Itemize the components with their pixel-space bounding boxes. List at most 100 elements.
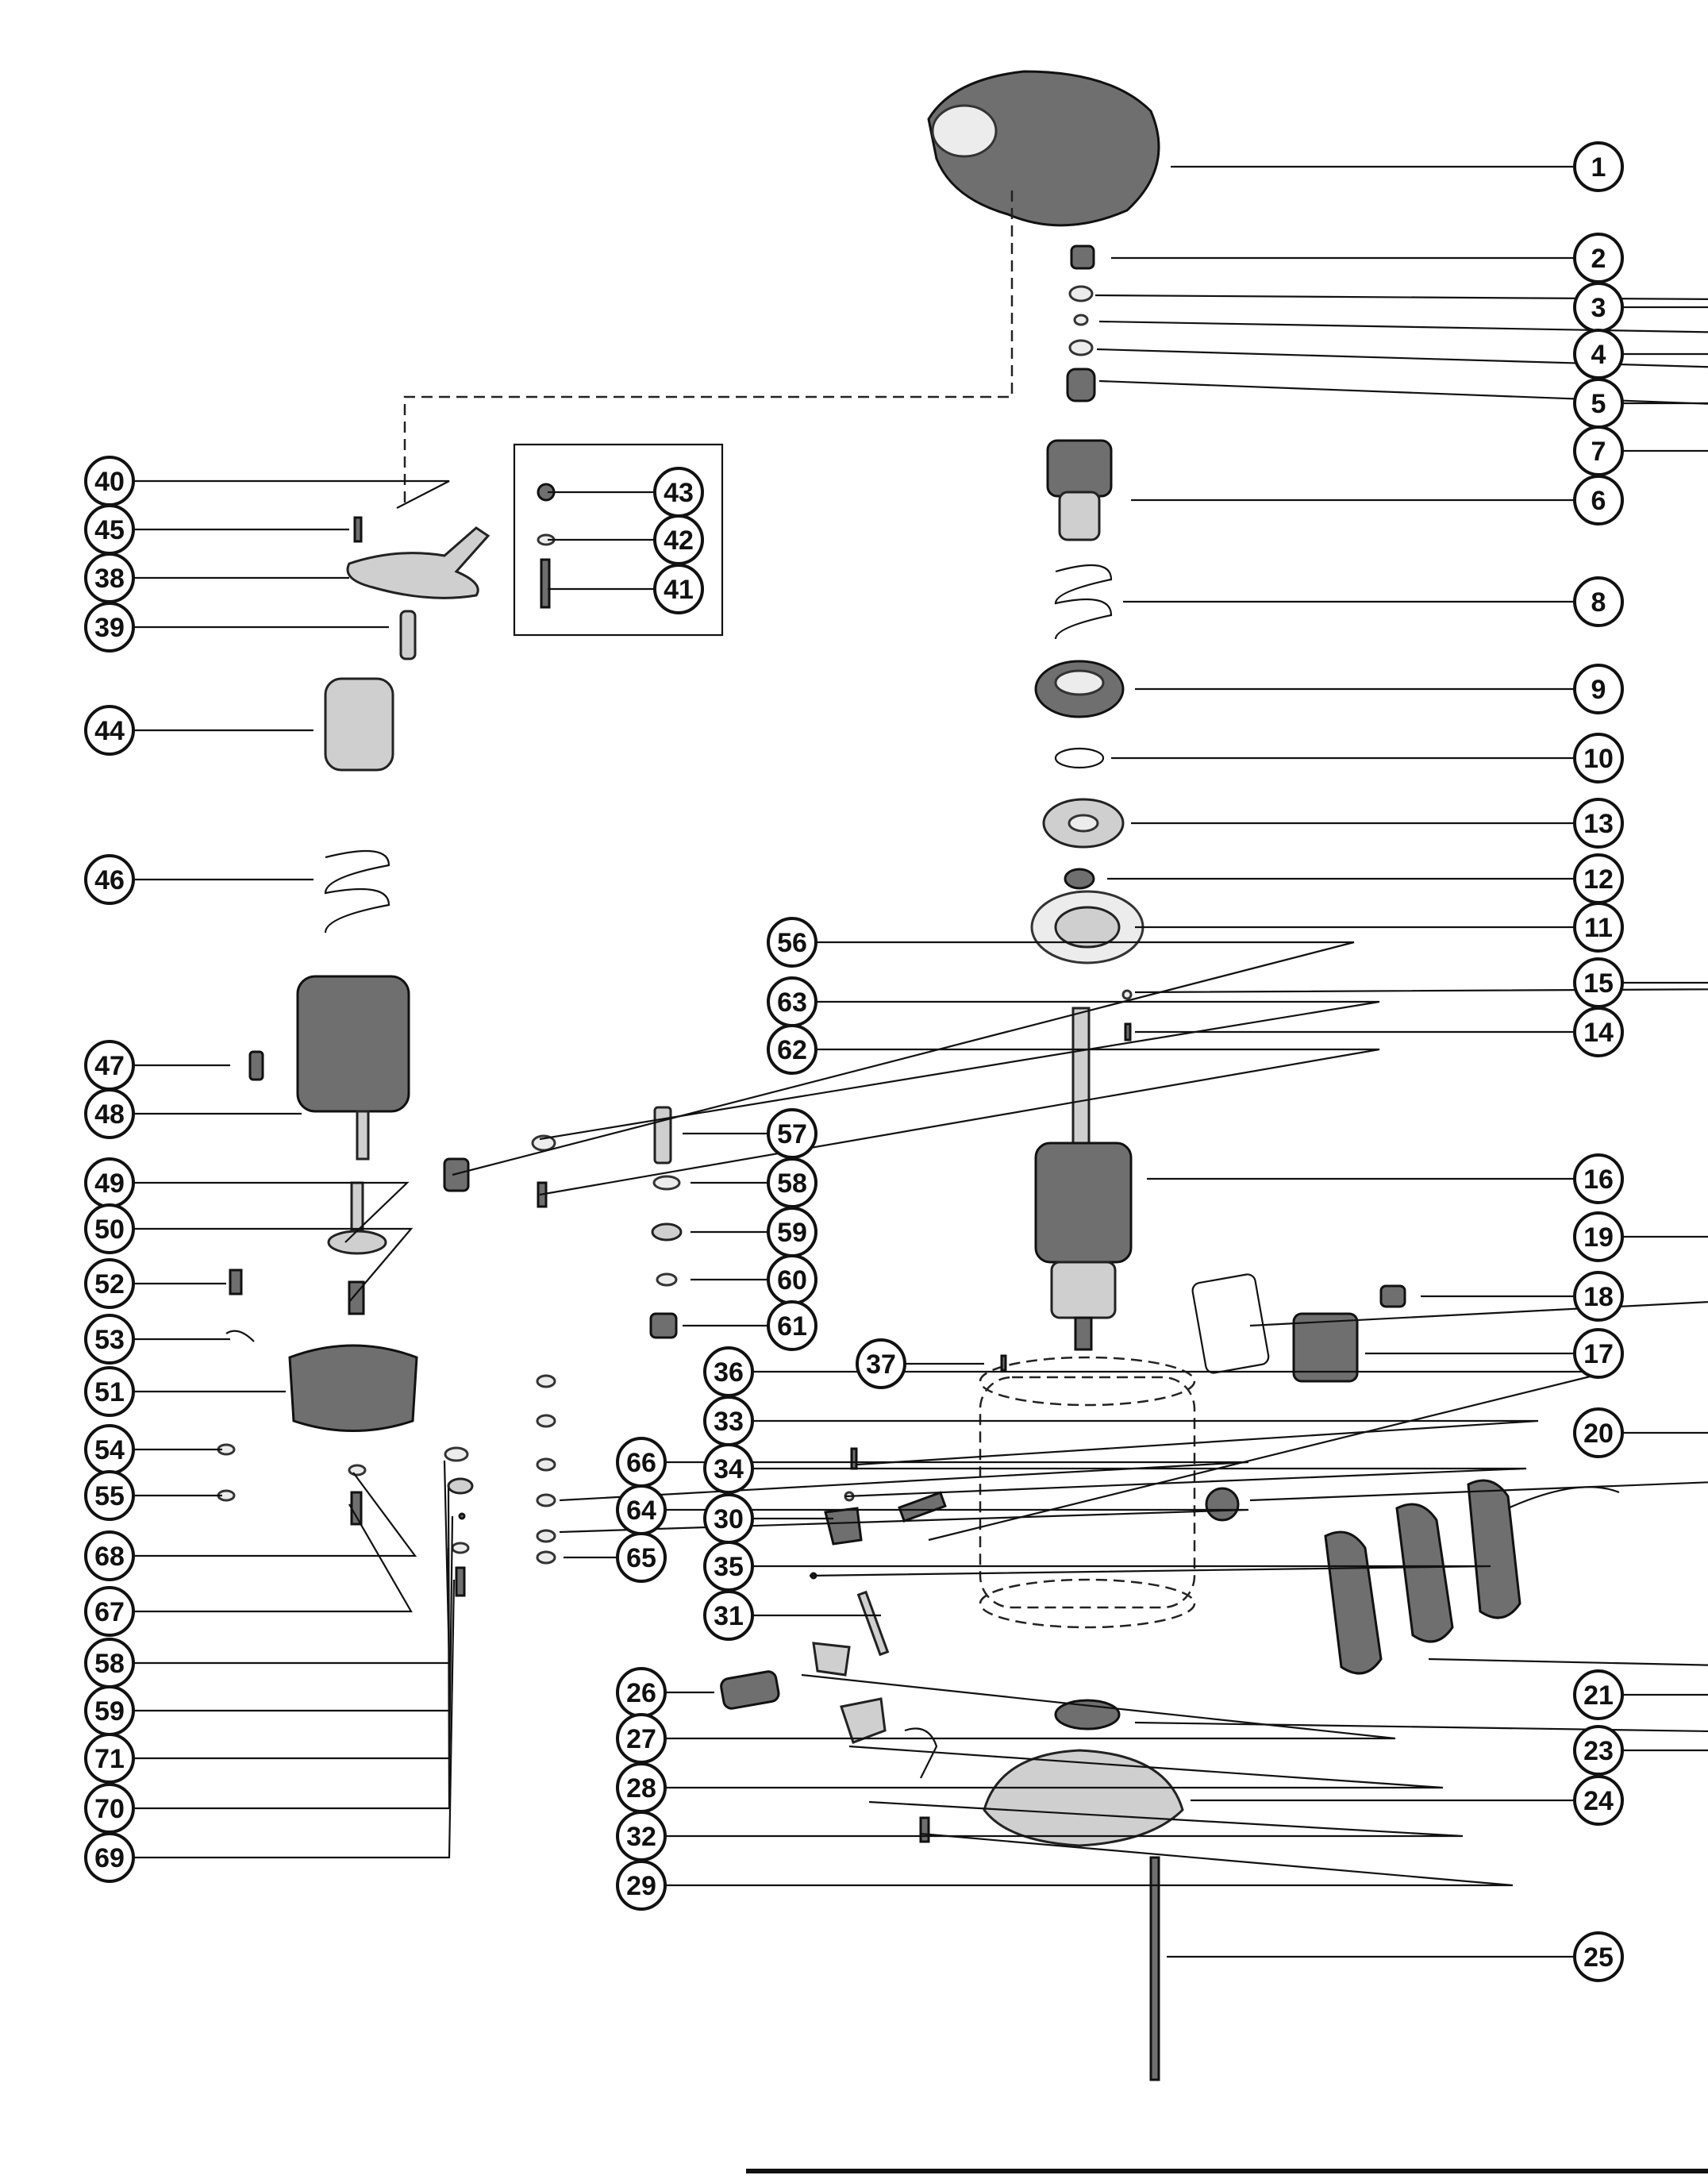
callout-55: 55 [84,1470,135,1521]
washer-hole-13 [1068,814,1099,833]
callout-number: 13 [1583,809,1614,839]
grommet-20 [1205,1487,1240,1522]
commutator-16 [1050,1261,1117,1319]
leader-line-21 [1428,1657,1708,1696]
callout-number: 44 [94,716,125,746]
callout-38: 38 [84,552,135,603]
callout-number: 51 [94,1377,125,1407]
callout-56: 56 [767,917,817,968]
spring-46 [324,849,390,934]
cap-51 [288,1344,418,1432]
callout-number: 42 [664,526,694,556]
callout-bubble [1573,664,1624,714]
leader-lines [133,165,1708,1958]
spring-33 [850,1447,858,1470]
callout-number: 25 [1583,1942,1614,1973]
bracket-27 [812,1642,851,1677]
callout-bubble [84,602,135,653]
callout-number: 12 [1583,864,1614,895]
callout-number: 47 [94,1051,125,1081]
callout-number: 60 [777,1265,807,1295]
field-frame [979,1376,1196,1609]
leader-line-59 [133,1488,451,1712]
callout-70: 70 [84,1783,135,1834]
callout-number: 14 [1583,1018,1614,1048]
callout-53: 53 [84,1314,135,1365]
plunger-stem-49 [350,1181,364,1232]
leader-line-50 [133,1227,414,1303]
field-coil-21b [1395,1503,1454,1643]
through-bolt-25 [1149,1856,1160,2081]
part-2 [1070,244,1095,270]
callout-15: 15 [1573,957,1624,1008]
callout-number: 3 [1591,293,1606,323]
callout-1: 1 [1573,141,1624,192]
stud-57 [653,1106,672,1165]
callout-number: 20 [1583,1419,1614,1449]
callout-31: 31 [703,1590,754,1641]
callout-number: 52 [94,1269,125,1299]
callout-66: 66 [616,1437,667,1488]
armature-core-16 [1034,1141,1133,1264]
armature-shaft-16 [1071,1007,1091,1161]
leader-line-49 [133,1181,410,1243]
callout-bubble [84,1314,135,1365]
callout-bubble [653,564,704,614]
plunger-44 [324,677,394,772]
callout-number: 7 [1591,437,1606,467]
callout-68: 68 [84,1530,135,1581]
gasket-19 [1191,1273,1270,1374]
callout-62: 62 [767,1024,817,1075]
callout-29: 29 [616,1860,667,1911]
callout-59: 59 [84,1685,135,1736]
small-washer-3 [536,1493,556,1507]
callout-number: 17 [1583,1339,1614,1369]
callout-41: 41 [653,564,704,614]
armature-end-16 [1074,1316,1093,1351]
callout-64: 64 [616,1484,667,1535]
callout-52: 52 [84,1258,135,1309]
screw-47 [248,1050,264,1081]
callout-number: 57 [777,1119,807,1149]
washer-60 [656,1272,678,1287]
leader-line-64 [559,1508,1249,1534]
callout-27: 27 [616,1713,667,1764]
washer-70 [451,1542,470,1554]
leader-line-40 [133,479,450,509]
callout-bubbles: 1234576891013121115141619181720212324254… [84,141,1624,1982]
bushing-12 [1064,868,1095,890]
callout-number: 36 [714,1357,744,1388]
callout-number: 69 [94,1843,125,1873]
callout-number: 65 [626,1543,656,1573]
callout-bubble [84,1470,135,1521]
callout-bubble [1573,1328,1624,1379]
callout-bubble [84,1366,135,1417]
washer-58 [652,1175,681,1191]
callout-bubble [856,1338,906,1389]
callout-number: 68 [94,1542,125,1572]
callout-number: 1 [1591,152,1606,183]
callout-number: 58 [94,1649,125,1679]
callout-28: 28 [616,1762,667,1813]
part-14 [1124,1022,1132,1041]
callout-number: 61 [777,1311,807,1342]
callout-number: 19 [1583,1222,1614,1253]
callout-bubble [1573,141,1624,192]
part-7 [1066,368,1096,402]
leader-line-63 [539,1000,1380,1141]
callout-24: 24 [1573,1775,1624,1826]
callout-21: 21 [1573,1669,1624,1720]
end-head-24 [983,1749,1184,1847]
parts-illustrations [217,70,1620,2081]
small-washer-2 [536,1457,556,1472]
callout-17: 17 [1573,1328,1624,1379]
field-frame-bottom [979,1578,1196,1629]
callout-14: 14 [1573,1007,1624,1057]
solenoid-48 [296,975,410,1113]
leader-line-29 [665,1832,1514,1887]
callout-23: 23 [1573,1725,1624,1776]
callout-11: 11 [1573,902,1624,953]
drive-end-housing-part [927,70,1160,227]
callout-bubble [84,1088,135,1139]
